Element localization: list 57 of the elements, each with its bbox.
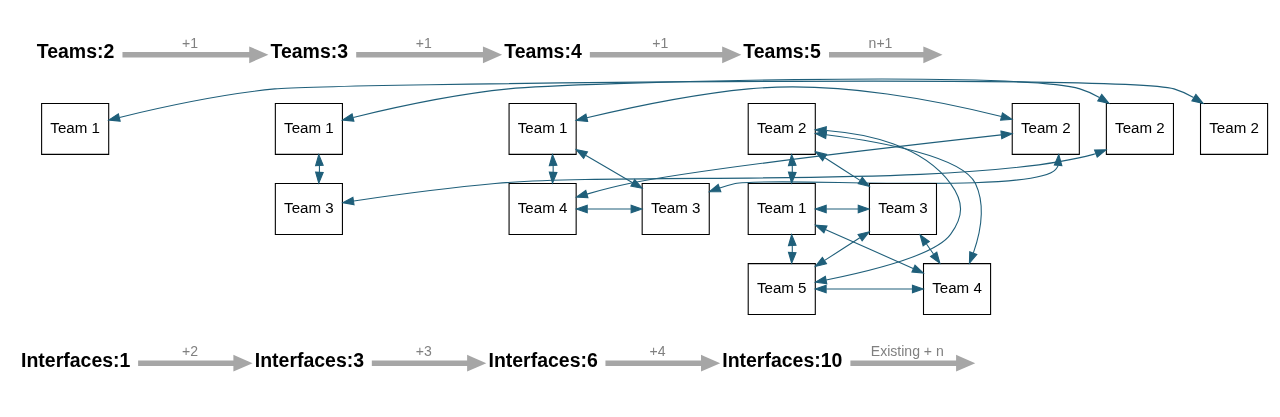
edge-label: +1: [652, 34, 669, 51]
node-box: Team 1: [747, 182, 816, 235]
arrow: [813, 203, 871, 214]
node-box: Team 3: [641, 182, 710, 235]
node-box: Team 2: [1011, 102, 1080, 155]
arrow: [574, 129, 1014, 198]
edge-label: +1: [415, 34, 432, 51]
arrow: [589, 45, 742, 63]
edge-label: n+1: [868, 34, 893, 51]
node-text: Teams:4: [504, 39, 582, 62]
node-box: Team 4: [922, 262, 992, 315]
node-text: Interfaces:1: [21, 348, 131, 371]
node-box: Team 5: [747, 262, 816, 315]
node-box: Team 3: [274, 182, 343, 235]
node-text: Teams:5: [743, 39, 821, 62]
edge-label: +3: [415, 342, 432, 359]
node-box: Team 1: [41, 102, 110, 155]
arrow: [341, 148, 1108, 205]
node-box: Team 3: [868, 182, 938, 235]
node-text: Interfaces:10: [722, 348, 843, 371]
arrow: [707, 152, 1063, 192]
arrow: [548, 152, 558, 185]
arrow: [107, 80, 1205, 122]
arrow: [814, 150, 871, 187]
arrow: [314, 152, 324, 185]
arrow: [813, 230, 871, 267]
arrow: [813, 284, 925, 294]
node-text: Interfaces:6: [488, 348, 598, 371]
node-text: Teams:3: [270, 39, 349, 62]
arrow: [813, 129, 982, 265]
node-box: Team 2: [747, 102, 816, 155]
node-text: Teams:2: [36, 39, 115, 62]
arrow: [574, 85, 1014, 122]
arrow: [340, 78, 1111, 122]
arrow: [829, 45, 943, 63]
arrow: [605, 354, 721, 372]
arrow: [574, 203, 644, 214]
arrow: [787, 232, 797, 265]
edge-label: Existing + n: [870, 342, 944, 359]
edge-label: +1: [182, 34, 199, 51]
arrow: [138, 354, 253, 372]
node-box: Team 1: [508, 102, 577, 155]
arrow: [787, 152, 797, 185]
arrow: [122, 45, 269, 63]
node-text: Interfaces:3: [254, 348, 365, 371]
arrow: [850, 354, 976, 372]
edge-label: +4: [649, 342, 666, 359]
node-box: Team 2: [1105, 102, 1174, 155]
arrow: [814, 223, 925, 274]
edge-label: +2: [182, 342, 199, 359]
node-box: Team 4: [508, 182, 577, 235]
node-box: Team 1: [274, 102, 343, 155]
arrow: [356, 45, 503, 63]
arrow: [574, 148, 644, 189]
arrow: [919, 232, 941, 265]
arrow: [371, 354, 487, 372]
node-box: Team 2: [1199, 102, 1269, 155]
